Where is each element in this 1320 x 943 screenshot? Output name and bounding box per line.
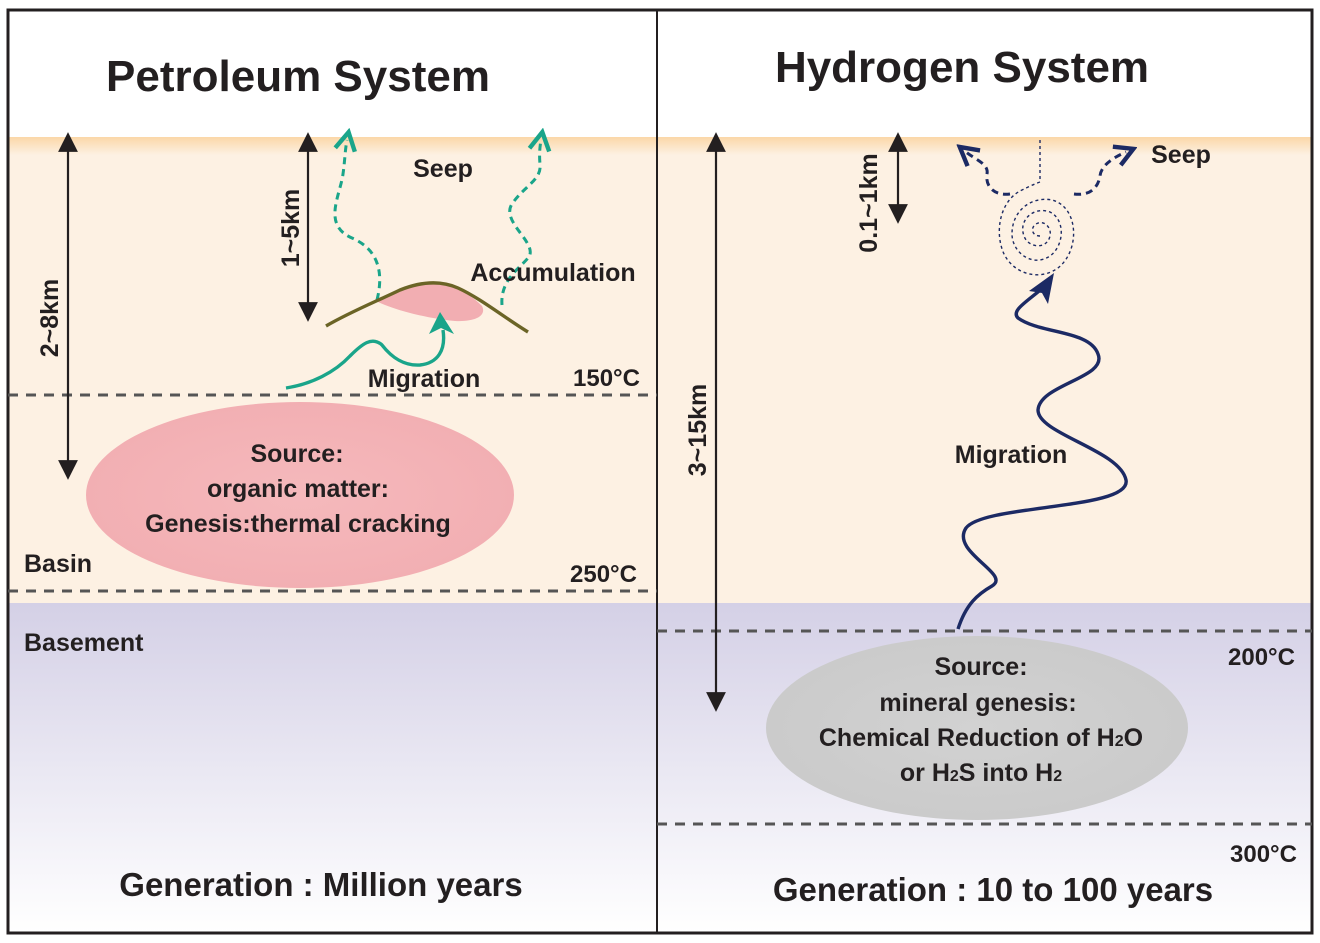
hydrogen-source-line4: or H2S into H2 <box>900 759 1062 787</box>
hydrogen-spiral-reservoir <box>998 181 1075 276</box>
petroleum-temp-top-label: 150°C <box>573 365 640 392</box>
hydrogen-panel: 3~15km 0.1~1km Seep Migration 200°C 300°… <box>684 132 1297 908</box>
petroleum-accumulation-body <box>378 284 484 322</box>
petroleum-title: Petroleum System <box>106 52 490 101</box>
hydrogen-migration-path <box>956 283 1128 630</box>
hydrogen-source-line1: Source: <box>934 653 1027 681</box>
hydrogen-migration-arrowhead <box>1029 273 1054 304</box>
right-sediment-layer <box>657 137 1312 603</box>
petroleum-migration-arrowhead <box>429 312 454 334</box>
hydrogen-generation-label: Generation : 10 to 100 years <box>773 871 1213 908</box>
hydrogen-temp-bottom-label: 300°C <box>1230 841 1297 868</box>
hydrogen-title: Hydrogen System <box>775 43 1149 92</box>
hydrogen-source-line2: mineral genesis: <box>879 689 1076 717</box>
petroleum-migration-path <box>285 329 446 390</box>
petroleum-panel: 2~8km 1~5km Seep Accumulation Migration … <box>24 140 640 903</box>
hydrogen-seep-path-left <box>966 152 1011 196</box>
petroleum-seep-path-left <box>333 140 382 301</box>
petroleum-generation-label: Generation : Million years <box>119 866 522 903</box>
petroleum-seep-label: Seep <box>413 155 473 183</box>
petroleum-source-line1: Source: <box>250 440 343 468</box>
left-basement-layer <box>8 603 657 933</box>
petroleum-depth-reservoir-label: 1~5km <box>277 189 305 268</box>
petroleum-source-line3: Genesis:thermal cracking <box>145 510 451 538</box>
petroleum-accumulation-label: Accumulation <box>470 259 635 287</box>
petroleum-trap-anticline <box>325 281 529 334</box>
petroleum-source-line2: organic matter: <box>207 475 389 503</box>
hydrogen-depth-total-label: 3~15km <box>684 384 712 476</box>
hydrogen-temp-top-label: 200°C <box>1228 644 1295 671</box>
petroleum-migration-label: Migration <box>368 365 481 393</box>
petroleum-source-ellipse <box>86 402 514 588</box>
hydrogen-source-ellipse <box>766 636 1188 820</box>
outer-frame <box>6 8 1314 935</box>
hydrogen-migration-label: Migration <box>955 441 1068 469</box>
hydrogen-depth-surface-label: 0.1~1km <box>855 153 883 252</box>
basin-label: Basin <box>24 550 92 578</box>
hydrogen-source-line3: Chemical Reduction of H2O <box>819 724 1143 752</box>
hydrogen-seep-label: Seep <box>1151 141 1211 169</box>
petroleum-temp-bottom-label: 250°C <box>570 561 637 588</box>
petroleum-seep-path-right <box>500 140 541 306</box>
basement-label: Basement <box>24 629 144 657</box>
surface-band <box>8 137 1312 155</box>
petroleum-depth-total-label: 2~8km <box>36 279 64 358</box>
